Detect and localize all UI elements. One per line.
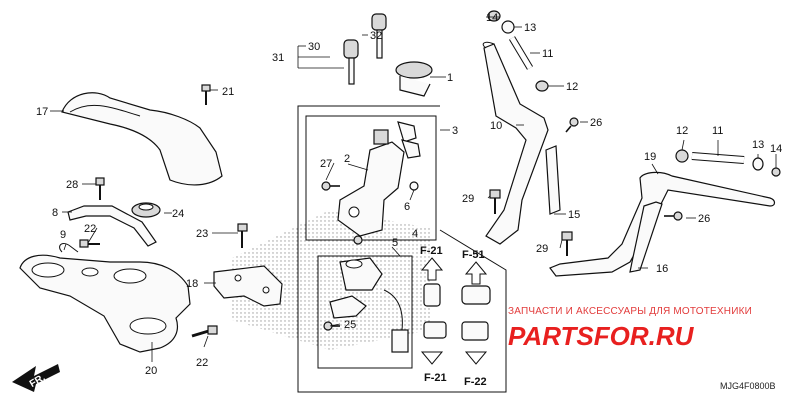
label-part-16: 16: [656, 263, 668, 275]
label-part-31: 31: [272, 52, 284, 64]
watermark-tagline: ЗАПЧАСТИ И АКСЕССУАРЫ ДЛЯ МОТОТЕХНИКИ: [508, 306, 752, 317]
label-part-28: 28: [66, 179, 78, 191]
label-part-29-upper: 29: [462, 193, 474, 205]
key-30: [343, 39, 359, 85]
assembly-box-inner: [305, 115, 437, 241]
label-part-18: 18: [186, 278, 198, 290]
label-part-22-lower: 22: [196, 357, 208, 369]
assembly-box-5: [317, 255, 413, 369]
label-part-12-right: 12: [676, 125, 688, 137]
label-part-24: 24: [172, 208, 184, 220]
label-part-5: 5: [392, 237, 398, 249]
label-part-20: 20: [145, 365, 157, 377]
f21-lower-connector: [420, 321, 447, 365]
cap-part-1: [395, 61, 433, 97]
handlebar-part-19: [549, 171, 776, 277]
label-part-4: 4: [412, 228, 418, 240]
label-part-14-upper: 14: [486, 12, 498, 24]
label-part-22-upper: 22: [84, 223, 96, 235]
label-part-21: 21: [222, 86, 234, 98]
nut-24: [131, 202, 161, 218]
bolt-29-lower: [561, 231, 573, 256]
label-part-1: 1: [447, 72, 453, 84]
label-part-8: 8: [52, 207, 58, 219]
label-part-3: 3: [452, 125, 458, 137]
bolt-26-lower: [664, 211, 683, 221]
frame-ref-f21-lower: F-21: [424, 372, 447, 384]
frame-ref-f21-upper: F-21: [420, 245, 443, 257]
label-part-11-upper: 11: [542, 48, 553, 60]
label-part-13-upper: 13: [524, 22, 536, 34]
bolt-28: [95, 177, 105, 200]
bolt-26-upper: [565, 117, 579, 133]
bolt-29-upper: [489, 189, 501, 214]
label-part-14-right: 14: [770, 143, 782, 155]
assembly-box-3: [297, 105, 507, 393]
watermark-brand: PARTSFOR.RU: [508, 321, 695, 351]
label-part-12-upper: 12: [566, 81, 578, 93]
cover-part-17: [61, 92, 223, 186]
label-part-27: 27: [320, 158, 332, 170]
label-part-25: 25: [344, 319, 356, 331]
bolt-23: [237, 223, 248, 248]
label-part-26-lower: 26: [698, 213, 710, 225]
label-part-6: 6: [404, 201, 410, 213]
key-32: [371, 13, 387, 59]
label-part-15: 15: [568, 209, 580, 221]
bar-end-parts-upper: [487, 10, 549, 92]
label-part-30: 30: [308, 41, 320, 53]
shaded-area: [232, 210, 430, 350]
label-part-2: 2: [344, 153, 350, 165]
leader-lines: [50, 16, 777, 362]
diagram-code: MJG4F0800B: [720, 381, 776, 391]
f21-upper-connector: [420, 257, 444, 307]
frame-ref-f51: F-51: [462, 249, 485, 261]
label-part-17: 17: [36, 106, 48, 118]
label-part-19: 19: [644, 151, 656, 163]
label-part-13-right: 13: [752, 139, 764, 151]
f22-connector: [461, 321, 489, 365]
bolt-22-lower: [191, 325, 218, 338]
clip-part-9: [59, 243, 79, 253]
bracket-part-8: [67, 205, 157, 247]
label-part-11-right: 11: [712, 125, 723, 137]
frame-ref-f22: F-22: [464, 376, 487, 388]
label-part-9: 9: [60, 229, 66, 241]
label-part-26-upper: 26: [590, 117, 602, 129]
bracket-part-16: [629, 201, 663, 273]
label-part-32: 32: [370, 30, 382, 42]
washer-part-6: [409, 181, 419, 191]
bar-end-parts-right: [675, 149, 781, 177]
screw-27: [321, 181, 340, 191]
front-arrow-icon: [12, 364, 60, 392]
label-part-10: 10: [490, 120, 502, 132]
label-part-23: 23: [196, 228, 208, 240]
bracket-part-18: [213, 265, 283, 307]
label-part-29-lower: 29: [536, 243, 548, 255]
handlebar-part-10: [483, 43, 549, 245]
bracket-part-15: [545, 145, 561, 215]
bolt-22-upper: [79, 239, 100, 248]
bolt-21: [201, 84, 211, 105]
f51-connector: [461, 261, 491, 305]
